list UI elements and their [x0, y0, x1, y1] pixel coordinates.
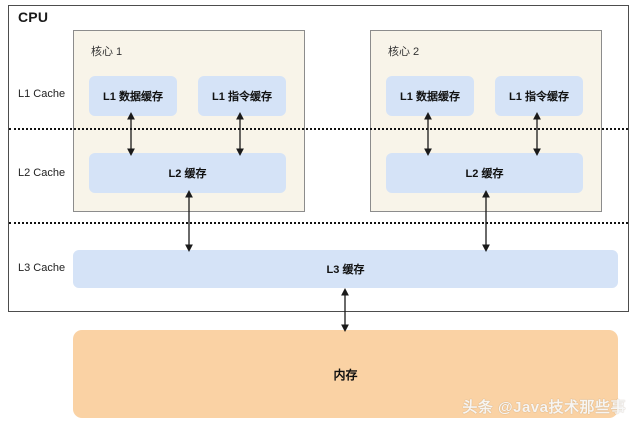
level-label-l2: L2 Cache	[18, 167, 66, 179]
core-1-box: 核心 1 L1 数据缓存 L1 指令缓存 L2 缓存	[73, 30, 305, 212]
arrow-core2-l2-to-l3-icon	[479, 190, 493, 252]
arrow-core2-l1data-to-l2-icon	[421, 112, 435, 156]
core-2-l2-cache: L2 缓存	[386, 153, 583, 193]
cpu-boundary-box	[8, 5, 629, 312]
core-1-title: 核心 1	[91, 46, 123, 58]
arrow-core1-l1data-to-l2-icon	[124, 112, 138, 156]
arrow-core2-l1instr-to-l2-icon	[530, 112, 544, 156]
level-label-l3: L3 Cache	[18, 262, 66, 274]
core-1-l1-data-cache: L1 数据缓存	[89, 76, 177, 116]
core-2-l1-instruction-cache: L1 指令缓存	[495, 76, 583, 116]
core-1-l2-cache: L2 缓存	[89, 153, 286, 193]
l3-cache-block: L3 缓存	[73, 250, 618, 288]
level-separator-l1-l2	[9, 128, 628, 130]
arrow-core1-l1instr-to-l2-icon	[233, 112, 247, 156]
core-2-box: 核心 2 L1 数据缓存 L1 指令缓存 L2 缓存	[370, 30, 602, 212]
core-2-title: 核心 2	[388, 46, 420, 58]
arrow-l3-to-memory-icon	[338, 288, 352, 332]
cpu-title: CPU	[18, 9, 49, 25]
core-1-l1-instruction-cache: L1 指令缓存	[198, 76, 286, 116]
level-label-l1: L1 Cache	[18, 88, 66, 100]
level-separator-l2-l3	[9, 222, 628, 224]
core-2-l1-data-cache: L1 数据缓存	[386, 76, 474, 116]
memory-block: 内存	[73, 330, 618, 418]
watermark-text: 头条 @Java技术那些事	[462, 399, 626, 416]
arrow-core1-l2-to-l3-icon	[182, 190, 196, 252]
